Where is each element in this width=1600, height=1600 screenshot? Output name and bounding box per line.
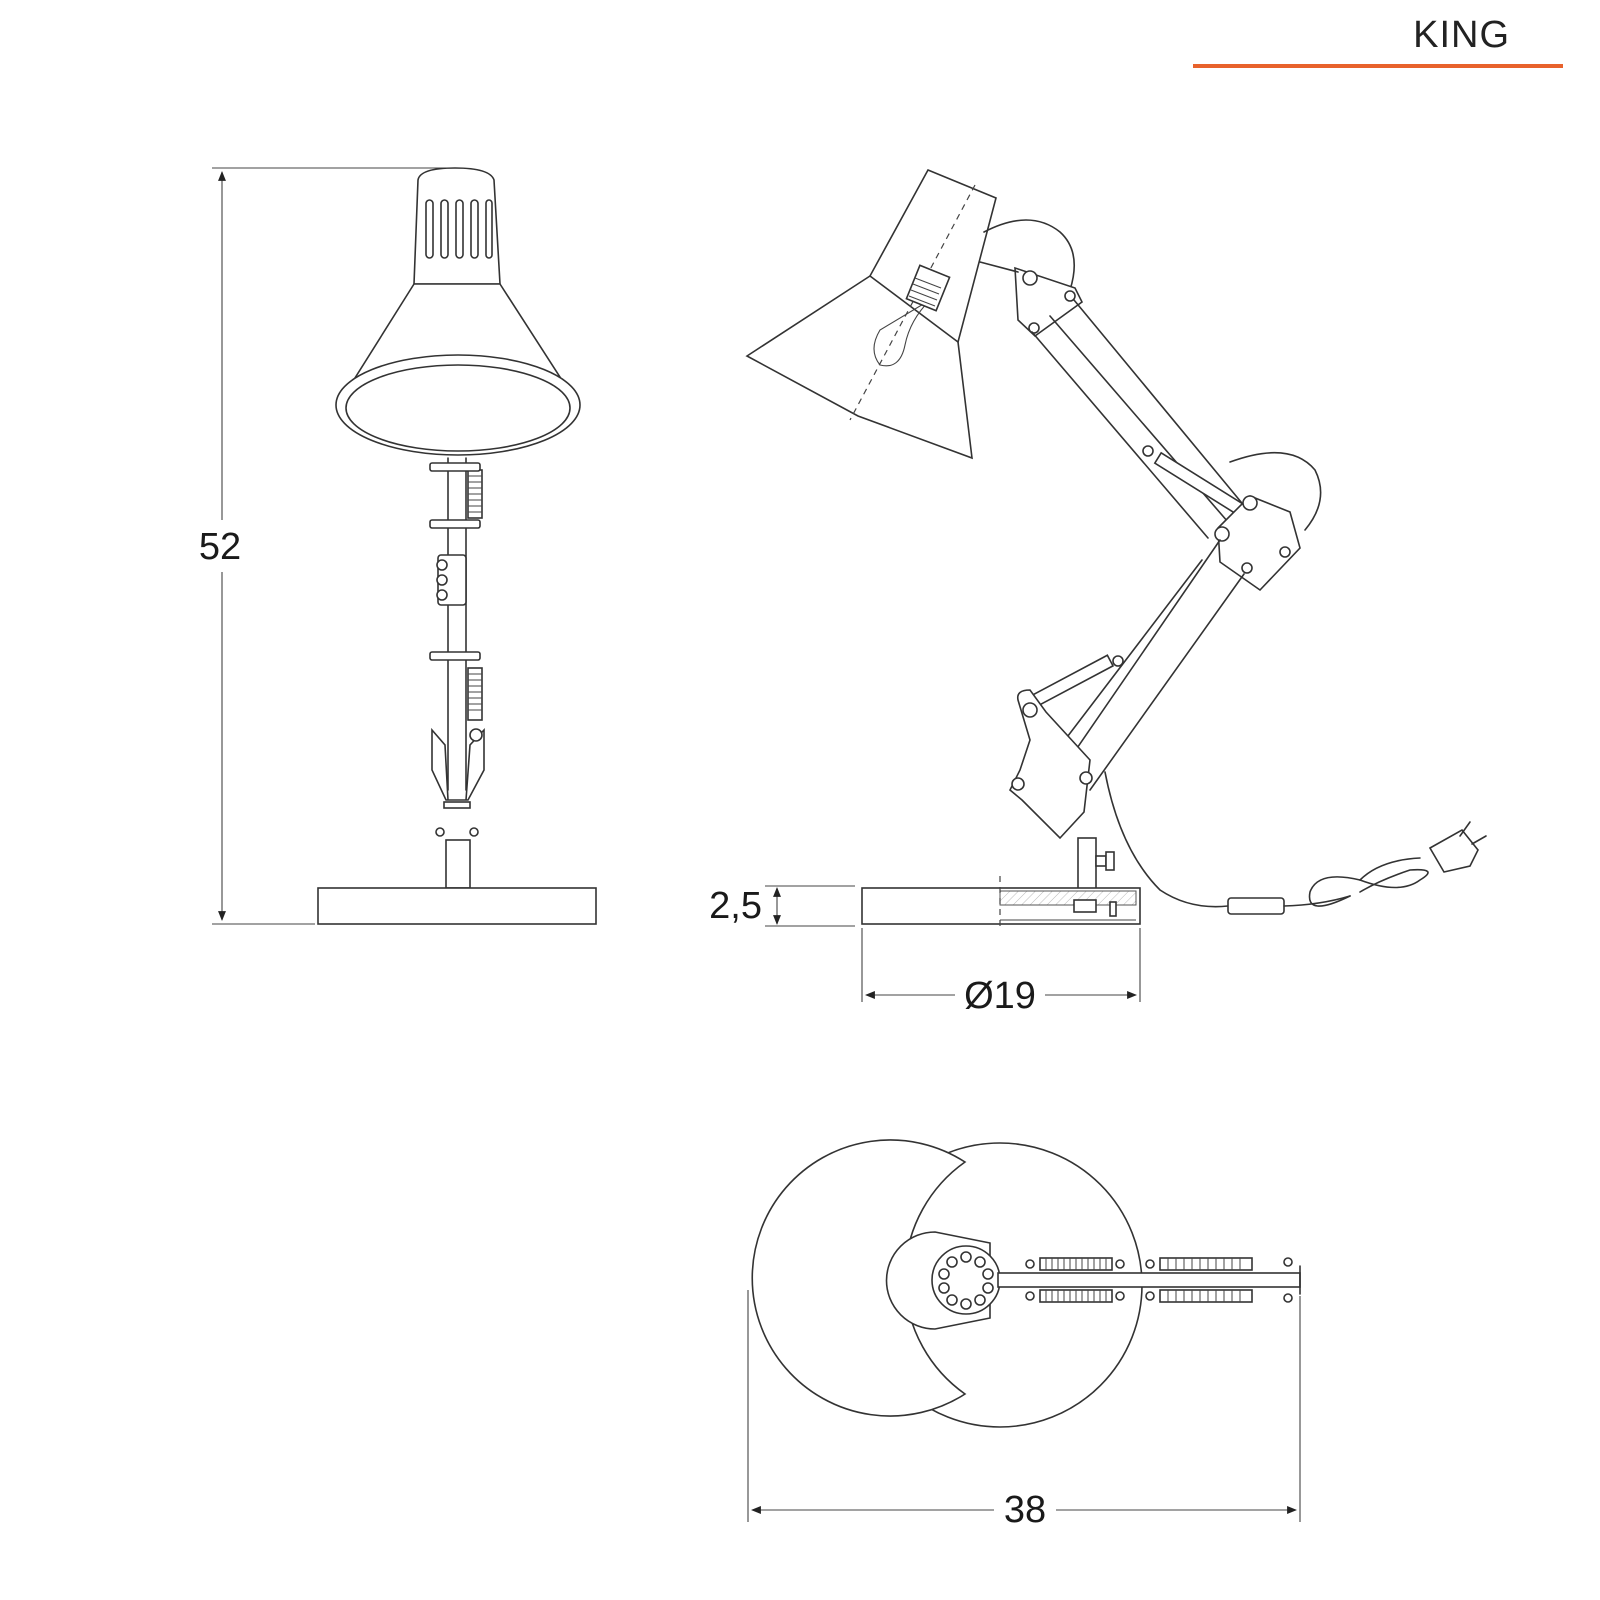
top-spring-3 bbox=[1159, 1257, 1253, 1271]
base-diameter-label: Ø19 bbox=[964, 975, 1036, 1017]
base-thickness-label: 2,5 bbox=[709, 885, 762, 927]
brand-name: KING bbox=[1413, 14, 1510, 56]
top-arm bbox=[997, 1272, 1301, 1288]
top-vent-holes bbox=[938, 1251, 994, 1310]
front-spring-lower bbox=[467, 667, 483, 721]
top-spring-4 bbox=[1159, 1289, 1253, 1303]
front-stem bbox=[429, 457, 485, 889]
height-label: 52 bbox=[199, 526, 241, 568]
side-bulb bbox=[873, 299, 931, 367]
plug bbox=[1428, 828, 1479, 873]
side-view: 2,5 Ø19 bbox=[709, 168, 1487, 1017]
inline-switch bbox=[1227, 897, 1285, 915]
side-cable bbox=[1104, 771, 1229, 908]
top-view: 38 bbox=[747, 1139, 1301, 1531]
cable-coil bbox=[1308, 868, 1429, 907]
front-base bbox=[317, 887, 597, 925]
side-shade-axis bbox=[849, 184, 976, 421]
front-shade-cap bbox=[413, 167, 501, 285]
front-shade-inner bbox=[345, 364, 571, 452]
side-base-bracket bbox=[1009, 689, 1091, 840]
overall-width-label: 38 bbox=[1004, 1489, 1046, 1531]
front-view: 52 bbox=[190, 167, 597, 925]
front-shade-rim bbox=[335, 354, 581, 456]
front-post bbox=[445, 839, 471, 889]
side-spring-lower bbox=[1032, 654, 1115, 707]
side-shade bbox=[745, 168, 997, 460]
front-vent-slots bbox=[425, 199, 493, 259]
brand-underline bbox=[1193, 64, 1563, 68]
front-base-bracket bbox=[431, 727, 485, 801]
